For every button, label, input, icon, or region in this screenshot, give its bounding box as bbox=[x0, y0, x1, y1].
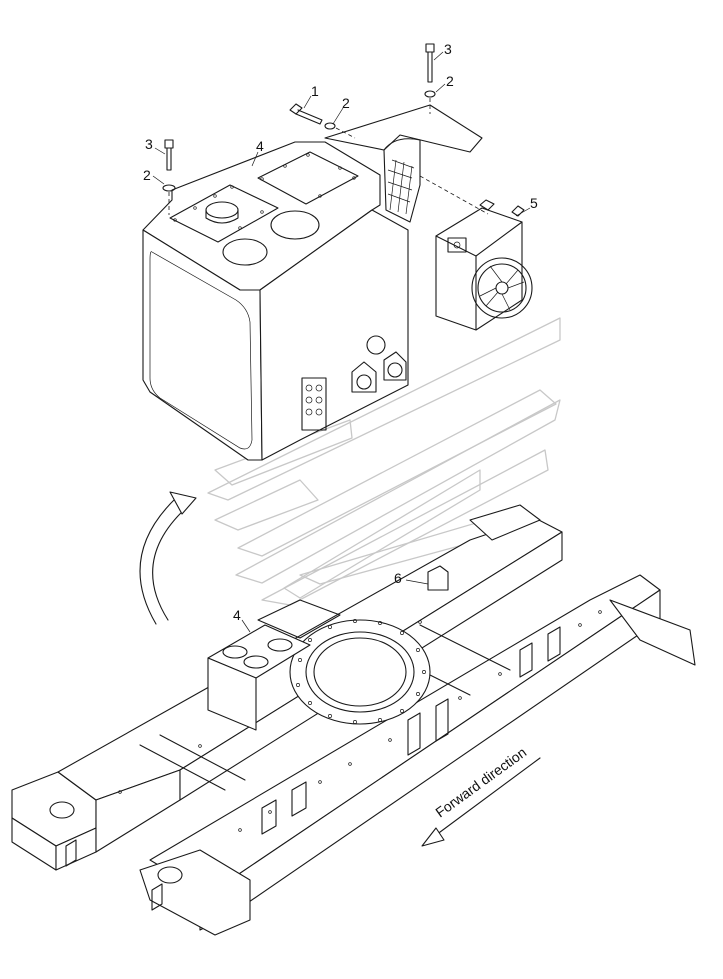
fasteners bbox=[162, 43, 489, 215]
callout-1: 1 bbox=[311, 83, 319, 99]
watermark-logo bbox=[207, 317, 561, 606]
chassis-frame bbox=[11, 504, 696, 936]
callout-3-right: 3 bbox=[444, 41, 452, 57]
callout-5: 5 bbox=[530, 195, 538, 211]
callout-6: 6 bbox=[394, 570, 402, 586]
callout-2-left: 2 bbox=[143, 167, 151, 183]
callout-numbers: 1 2 2 2 3 3 4 4 5 6 bbox=[143, 41, 538, 623]
callout-4-frame: 4 bbox=[233, 607, 241, 623]
oil-cooler bbox=[435, 199, 533, 331]
callout-3-left: 3 bbox=[145, 136, 153, 152]
callout-2-right: 2 bbox=[446, 73, 454, 89]
callout-leaders bbox=[152, 51, 531, 633]
mounting-bracket bbox=[324, 104, 483, 223]
callout-2-center: 2 bbox=[342, 95, 350, 111]
hydraulic-tank bbox=[142, 141, 409, 461]
callout-4-tank: 4 bbox=[256, 138, 264, 154]
assembly-arrow bbox=[139, 491, 197, 625]
